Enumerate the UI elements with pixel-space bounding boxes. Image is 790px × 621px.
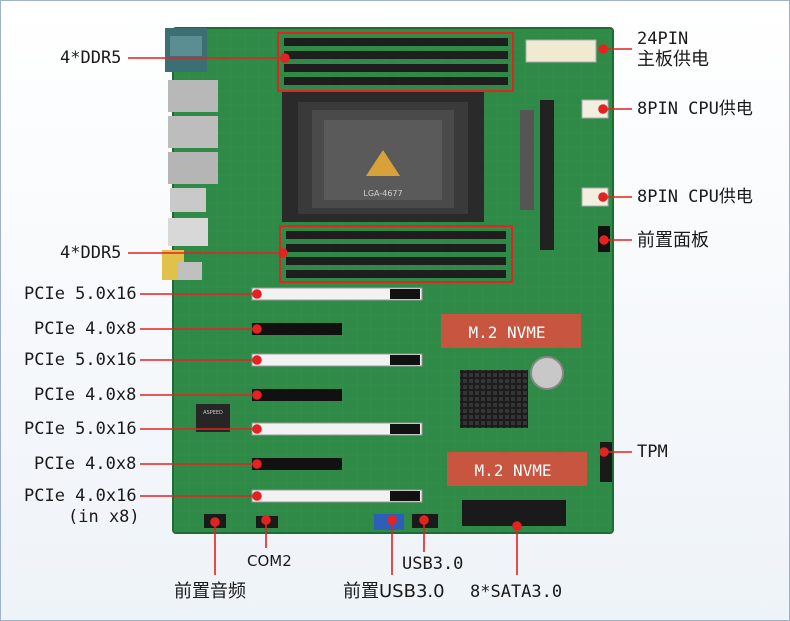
label-24pin-desc: 主板供电	[637, 49, 709, 70]
ddr5-top-slots	[284, 38, 508, 85]
label-cpu-power-2: 8PIN CPU供电	[637, 187, 753, 207]
label-front-audio: 前置音频	[174, 581, 246, 602]
bmc-chip-label: ASPEED	[203, 410, 223, 416]
label-sata: 8*SATA3.0	[470, 582, 563, 602]
socket-label: LGA-4677	[363, 189, 402, 198]
label-front-panel: 前置面板	[637, 230, 709, 251]
label-cpu-power-1: 8PIN CPU供电	[637, 99, 753, 119]
m2-slot-bottom	[447, 452, 587, 486]
ddr5-top-box	[277, 32, 514, 92]
label-ddr5-bottom: 4*DDR5	[60, 243, 122, 263]
pcie-slot-2	[252, 323, 342, 335]
ddr5-bottom-slots	[286, 231, 506, 278]
label-pcie-4: PCIe 4.0x8	[34, 385, 137, 405]
label-front-usb30: 前置USB3.0	[343, 581, 445, 602]
m2-slot-top	[441, 314, 581, 348]
label-usb30: USB3.0	[402, 554, 464, 574]
label-pcie-3: PCIe 5.0x16	[24, 350, 137, 370]
cmos-battery	[530, 356, 564, 390]
label-ddr5-top: 4*DDR5	[60, 48, 122, 68]
label-com2: COM2	[247, 552, 292, 570]
label-pcie-1: PCIe 5.0x16	[24, 284, 137, 304]
label-24pin: 24PIN	[637, 29, 689, 49]
rear-io	[162, 28, 218, 280]
label-pcie-7: PCIe 4.0x16	[24, 486, 137, 506]
pointer-lines	[128, 44, 632, 575]
bmc-chip	[196, 404, 230, 432]
pcie-slots	[251, 287, 423, 503]
pcie-slot-4	[252, 389, 342, 401]
label-pcie-5: PCIe 5.0x16	[24, 419, 137, 439]
label-tpm: TPM	[637, 442, 668, 462]
label-pcie-2: PCIe 4.0x8	[34, 319, 137, 339]
label-pcie-7-note: (in x8)	[68, 507, 140, 527]
sata-ports	[462, 500, 566, 526]
atx-24pin-connector	[525, 39, 597, 63]
m2-slot-bottom-label: M.2 NVME	[474, 461, 551, 480]
m2-slot-top-label: M.2 NVME	[468, 323, 545, 342]
pcie-slot-6	[252, 458, 342, 470]
chipset-heatsink	[460, 370, 528, 428]
cpu-socket: LGA-4677	[282, 92, 484, 222]
label-pcie-6: PCIe 4.0x8	[34, 454, 137, 474]
vrm	[520, 100, 554, 250]
